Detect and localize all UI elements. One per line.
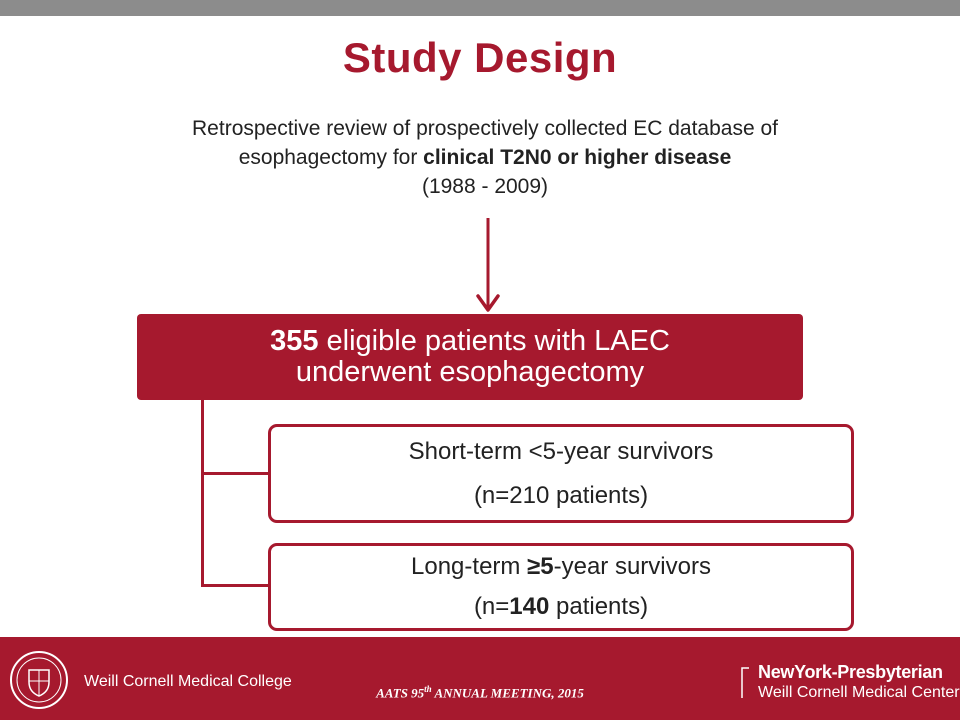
short-term-survivors-box: Short-term <5-year survivors (n=210 pati… [268,424,854,523]
tree-connector-branch-short-term [201,472,270,475]
down-arrow-icon [476,218,500,312]
footer-bar [0,637,960,720]
short-term-count-rest: 210 patients) [509,481,649,509]
meeting-caption: AATS 95th ANNUAL MEETING, 2015 [0,684,960,701]
long-term-label-bold: ≥5 [527,553,554,580]
slide-title: Study Design [342,34,618,81]
meeting-caption-prefix: AATS 95 [376,685,425,701]
study-description: Retrospective review of prospectively co… [60,114,910,201]
description-highlight: clinical T2N0 or higher disease [423,146,732,169]
long-term-label: Long-term ≥5-year survivors [271,547,851,587]
eligible-patients-line-2: underwent esophagectomy [295,356,645,388]
eligible-count: 355 [270,325,319,357]
eligible-patients-line-1: 355 eligible patients with LAEC [137,326,803,357]
long-term-count-rest: patients) [549,593,649,620]
nyp-logo-text: NewYork-Presbyterian Weill Cornell Medic… [758,662,960,702]
nyp-logo-line-2: Weill Cornell Medical Center [758,684,960,701]
eligible-patients-line-1-rest: eligible patients with LAEC [318,325,670,357]
long-term-count: (n=140 patients) [271,587,851,627]
description-line-1: Retrospective review of prospectively co… [192,117,778,140]
tree-connector-branch-long-term [201,584,270,587]
weill-cornell-logo-text: Weill Cornell Medical College [84,673,292,690]
description-line-3: (1988 - 2009) [421,175,549,198]
short-term-label-rest: <5-year survivors [528,437,714,465]
long-term-count-bold: 140 [509,593,550,620]
short-term-count: (n=210 patients) [271,474,851,518]
short-term-label-prefix: Short-term [408,437,529,465]
tree-connector-vertical [201,400,204,586]
short-term-count-prefix: (n= [473,481,510,509]
short-term-label: Short-term <5-year survivors [271,430,851,474]
description-line-2: esophagectomy for clinical T2N0 or highe… [60,143,910,172]
description-line-2-prefix: esophagectomy for [238,146,424,169]
nyp-logo-mark-icon [741,667,749,698]
long-term-label-prefix: Long-term [411,553,528,580]
eligible-patients-box: 355 eligible patients with LAEC underwen… [137,314,803,400]
long-term-count-prefix: (n= [473,593,510,620]
meeting-caption-rest: ANNUAL MEETING, 2015 [431,685,584,701]
long-term-survivors-box: Long-term ≥5-year survivors (n=140 patie… [268,543,854,631]
long-term-label-rest: -year survivors [553,553,711,580]
top-bar [0,0,960,16]
cornell-seal-icon [10,651,68,709]
meeting-caption-sup: th [424,684,432,694]
nyp-logo-line-1: NewYork-Presbyterian [758,662,943,682]
